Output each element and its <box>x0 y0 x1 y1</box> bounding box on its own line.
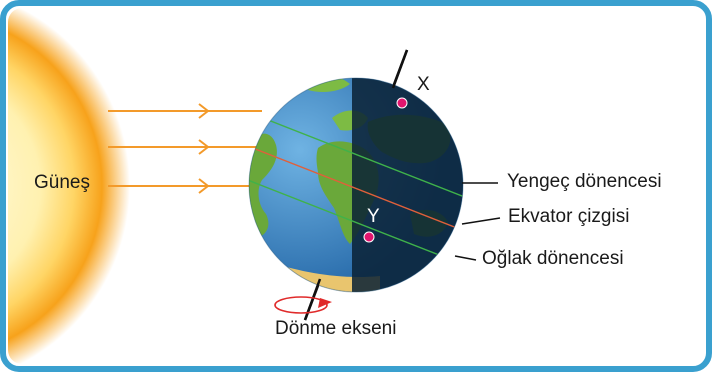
ray-2 <box>108 139 258 155</box>
rotation-axis-north <box>391 49 409 89</box>
tropic-of-cancer-label: Yengeç dönencesi <box>507 171 662 192</box>
ray-1 <box>108 103 262 119</box>
equator-label: Ekvator çizgisi <box>508 206 630 227</box>
capricorn-leader-line <box>454 255 477 261</box>
tropic-of-capricorn-label: Oğlak dönencesi <box>482 248 624 269</box>
rotation-arrow-icon <box>274 296 332 314</box>
tropic-of-cancer-line <box>249 108 463 204</box>
sun-icon <box>8 8 130 364</box>
equator-line <box>249 142 463 238</box>
point-x-label: X <box>417 74 430 95</box>
sun-rays <box>108 103 262 194</box>
point-y-marker <box>363 231 375 243</box>
sun-label: Güneş <box>34 172 90 193</box>
equator-leader-line <box>461 217 501 225</box>
rotation-axis-label: Dönme ekseni <box>275 318 397 339</box>
point-x-marker <box>396 97 408 109</box>
point-y-label: Y <box>367 206 380 227</box>
ray-3 <box>108 178 250 194</box>
